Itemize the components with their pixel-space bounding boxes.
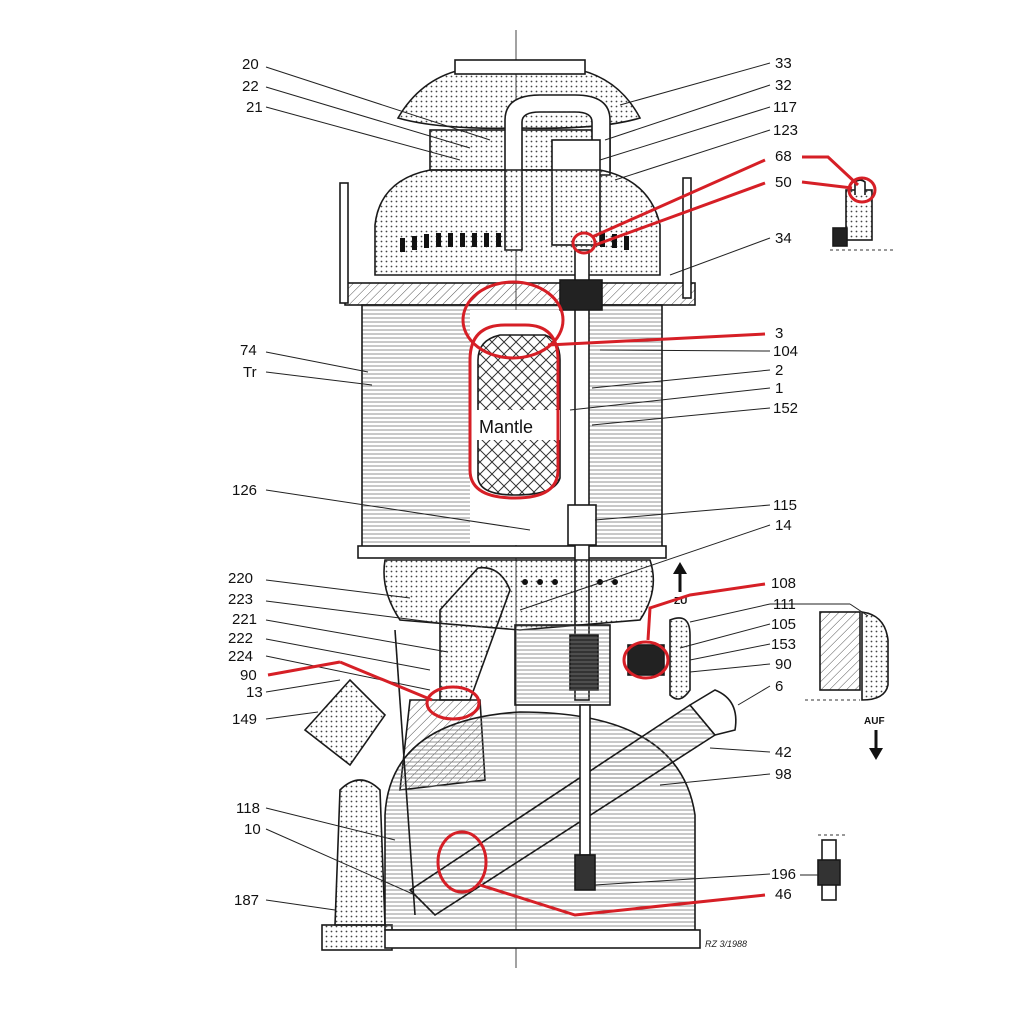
label-46: 46	[775, 886, 792, 903]
lantern-drawing	[303, 59, 737, 951]
label-90-right: 90	[775, 656, 792, 673]
label-108: 108	[771, 575, 796, 592]
highlight-68	[802, 155, 860, 187]
label-tr: Tr	[243, 364, 257, 381]
label-74: 74	[240, 342, 257, 359]
label-98: 98	[775, 766, 792, 783]
right-labels: 33 32 117 123 68 50 34 3 104 2 1 152 115…	[771, 55, 798, 903]
label-13: 13	[246, 684, 263, 701]
label-123: 123	[773, 122, 798, 139]
inset-valve	[669, 611, 889, 701]
arrow-zu: ZU	[673, 562, 687, 607]
label-115: 115	[773, 497, 797, 514]
label-152: 152	[773, 400, 798, 417]
mantle-label: Mantle	[479, 417, 533, 437]
arrow-auf: AUF	[864, 716, 885, 760]
highlight-50	[801, 180, 853, 190]
label-22: 22	[242, 78, 259, 95]
inset-bottom	[817, 834, 845, 901]
label-196: 196	[771, 866, 796, 883]
label-90-left: 90	[240, 667, 257, 684]
label-68: 68	[775, 148, 792, 165]
auf-label: AUF	[864, 716, 885, 727]
label-21: 21	[246, 99, 263, 116]
label-14: 14	[775, 517, 792, 534]
label-222: 222	[228, 630, 253, 647]
label-221: 221	[232, 611, 257, 628]
mantle-outline	[468, 323, 560, 500]
label-220: 220	[228, 570, 253, 587]
label-224: 224	[228, 648, 253, 665]
red-highlights	[267, 155, 877, 917]
label-50: 50	[775, 174, 792, 191]
label-20: 20	[242, 56, 259, 73]
label-104: 104	[773, 343, 798, 360]
label-149: 149	[232, 711, 257, 728]
label-117: 117	[773, 99, 797, 116]
label-1: 1	[775, 380, 783, 397]
label-42: 42	[775, 744, 792, 761]
label-32: 32	[775, 77, 792, 94]
label-105: 105	[771, 616, 796, 633]
label-118: 118	[236, 800, 260, 817]
label-187: 187	[234, 892, 259, 909]
label-33: 33	[775, 55, 792, 72]
label-111: 111	[773, 596, 796, 613]
label-2: 2	[775, 362, 783, 379]
zu-label: ZU	[674, 596, 687, 607]
label-153: 153	[771, 636, 796, 653]
inset-top	[830, 179, 895, 251]
upper-dome	[374, 169, 661, 276]
label-34: 34	[775, 230, 792, 247]
label-6: 6	[775, 678, 783, 695]
label-126: 126	[232, 482, 257, 499]
vent-slots	[400, 233, 629, 252]
label-10: 10	[244, 821, 261, 838]
left-labels: 20 22 21 74 Tr 126 220 223 221 222 224 9…	[228, 56, 263, 909]
leader-lines	[265, 62, 869, 911]
label-223: 223	[228, 591, 253, 608]
label-3: 3	[775, 325, 783, 342]
signature: RZ 3/1988	[705, 939, 747, 949]
